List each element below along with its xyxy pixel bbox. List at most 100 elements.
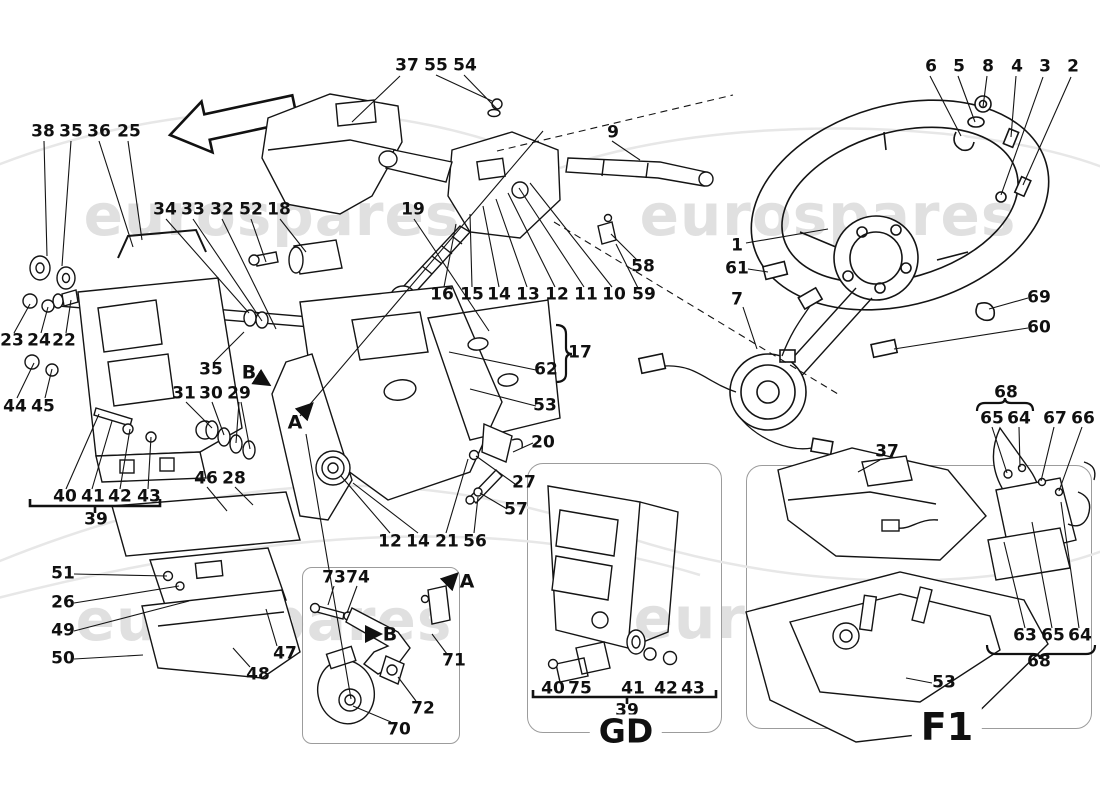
part-label-64: 64 bbox=[1007, 408, 1031, 429]
part-label-5: 5 bbox=[953, 56, 965, 77]
part-label-41: 41 bbox=[621, 678, 645, 699]
part-label-65: 65 bbox=[980, 408, 1004, 429]
part-label-6: 6 bbox=[925, 56, 937, 77]
part-label-29: 29 bbox=[227, 383, 251, 404]
part-label-38: 38 bbox=[31, 121, 55, 142]
view-letter-B: B bbox=[382, 623, 398, 646]
part-label-7: 7 bbox=[731, 289, 743, 310]
part-label-25: 25 bbox=[117, 121, 141, 142]
part-label-27: 27 bbox=[512, 472, 536, 493]
part-label-42: 42 bbox=[654, 678, 678, 699]
steering-wheel-assembly bbox=[637, 95, 1050, 456]
upper-column-assembly bbox=[261, 93, 714, 378]
part-label-50: 50 bbox=[51, 648, 75, 669]
part-label-69: 69 bbox=[1027, 287, 1051, 308]
part-label-51: 51 bbox=[51, 563, 75, 584]
part-label-62: 62 bbox=[534, 359, 558, 380]
part-label-60: 60 bbox=[1027, 317, 1051, 338]
part-label-43: 43 bbox=[137, 486, 161, 507]
section-label-f1: F1 bbox=[911, 708, 983, 746]
part-label-12: 12 bbox=[378, 531, 402, 552]
part-label-58: 58 bbox=[631, 256, 655, 277]
part-label-65: 65 bbox=[1041, 625, 1065, 646]
part-label-11: 11 bbox=[574, 284, 598, 305]
part-label-54: 54 bbox=[453, 55, 477, 76]
part-label-71: 71 bbox=[442, 650, 466, 671]
part-label-13: 13 bbox=[516, 284, 540, 305]
part-label-52: 52 bbox=[239, 199, 263, 220]
part-label-30: 30 bbox=[199, 383, 223, 404]
part-label-28: 28 bbox=[222, 468, 246, 489]
part-label-47: 47 bbox=[273, 643, 297, 664]
part-label-23: 23 bbox=[0, 330, 24, 351]
view-letter-A: A bbox=[287, 411, 303, 434]
part-label-1: 1 bbox=[731, 235, 743, 256]
part-label-72: 72 bbox=[411, 698, 435, 719]
part-label-17: 17 bbox=[568, 342, 592, 363]
view-letter-A: A bbox=[459, 570, 475, 593]
part-label-14: 14 bbox=[487, 284, 511, 305]
watermark-text: eurospares bbox=[639, 181, 1017, 249]
part-label-3: 3 bbox=[1039, 56, 1051, 77]
part-label-53: 53 bbox=[533, 395, 557, 416]
section-label-gd: GD bbox=[589, 714, 663, 748]
part-label-26: 26 bbox=[51, 592, 75, 613]
left-bracket-assembly bbox=[22, 228, 323, 527]
detail-inset-panel bbox=[302, 567, 460, 744]
part-label-68: 68 bbox=[994, 382, 1018, 403]
part-label-2: 2 bbox=[1067, 56, 1079, 77]
part-label-46: 46 bbox=[194, 468, 218, 489]
view-arrows bbox=[251, 368, 459, 643]
part-label-40: 40 bbox=[53, 486, 77, 507]
part-label-8: 8 bbox=[982, 56, 994, 77]
ignition-switch bbox=[248, 239, 343, 275]
watermark-text: eurospares bbox=[83, 181, 461, 249]
part-label-21: 21 bbox=[435, 531, 459, 552]
part-label-39: 39 bbox=[84, 509, 108, 530]
part-label-36: 36 bbox=[87, 121, 111, 142]
part-label-19: 19 bbox=[401, 199, 425, 220]
part-label-40: 40 bbox=[541, 678, 565, 699]
part-label-45: 45 bbox=[31, 396, 55, 417]
part-label-56: 56 bbox=[463, 531, 487, 552]
part-label-31: 31 bbox=[172, 383, 196, 404]
part-label-75: 75 bbox=[568, 678, 592, 699]
part-label-10: 10 bbox=[602, 284, 626, 305]
part-label-12: 12 bbox=[545, 284, 569, 305]
part-label-4: 4 bbox=[1011, 56, 1023, 77]
f1-panel-content bbox=[745, 426, 1096, 743]
group-braces bbox=[28, 323, 1097, 704]
part-label-63: 63 bbox=[1013, 625, 1037, 646]
gd-panel-content bbox=[547, 485, 679, 683]
part-label-64: 64 bbox=[1068, 625, 1092, 646]
lower-left-support bbox=[111, 491, 301, 679]
part-label-59: 59 bbox=[632, 284, 656, 305]
part-label-49: 49 bbox=[51, 620, 75, 641]
part-label-24: 24 bbox=[27, 330, 51, 351]
part-label-67: 67 bbox=[1043, 408, 1067, 429]
part-label-74: 74 bbox=[346, 567, 370, 588]
leader-lines bbox=[13, 74, 1083, 723]
part-label-44: 44 bbox=[3, 396, 27, 417]
part-label-42: 42 bbox=[108, 486, 132, 507]
part-label-70: 70 bbox=[387, 719, 411, 740]
center-bracket-assembly bbox=[271, 285, 561, 521]
part-label-53: 53 bbox=[932, 672, 956, 693]
part-label-48: 48 bbox=[246, 664, 270, 685]
part-label-68: 68 bbox=[1027, 651, 1051, 672]
part-label-66: 66 bbox=[1071, 408, 1095, 429]
part-label-41: 41 bbox=[81, 486, 105, 507]
part-label-57: 57 bbox=[504, 499, 528, 520]
part-label-16: 16 bbox=[430, 284, 454, 305]
part-label-37: 37 bbox=[395, 55, 419, 76]
part-label-18: 18 bbox=[267, 199, 291, 220]
part-label-61: 61 bbox=[725, 258, 749, 279]
part-label-35: 35 bbox=[59, 121, 83, 142]
part-label-37: 37 bbox=[875, 441, 899, 462]
part-label-43: 43 bbox=[681, 678, 705, 699]
part-label-35: 35 bbox=[199, 359, 223, 380]
part-label-15: 15 bbox=[460, 284, 484, 305]
part-label-34: 34 bbox=[153, 199, 177, 220]
